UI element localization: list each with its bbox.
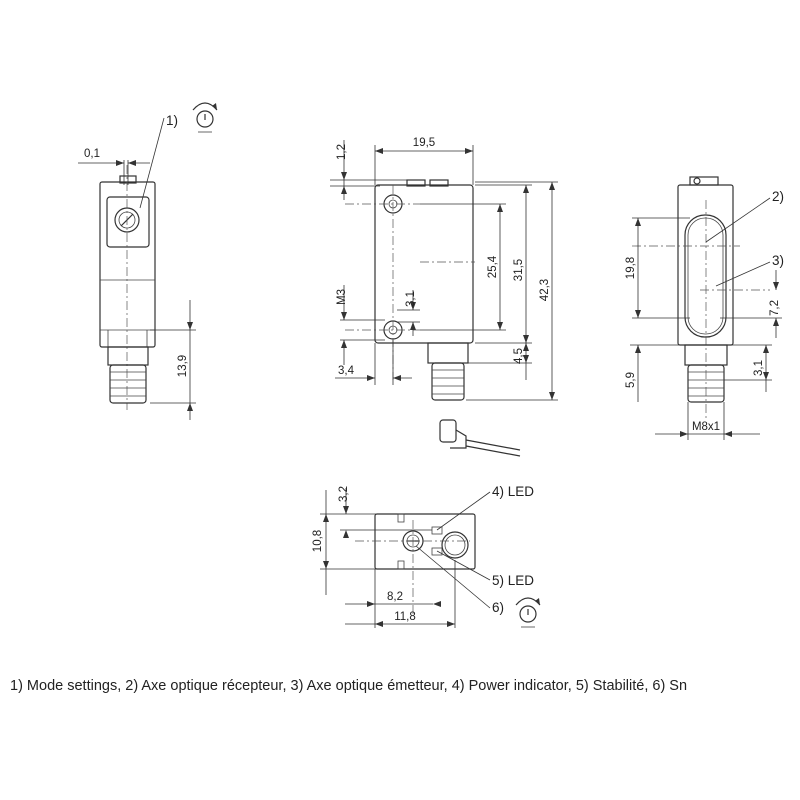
dimension-label: 4,5 [513, 348, 525, 364]
dimension-19-5: 19,5 [374, 137, 474, 185]
optical-face-view [632, 176, 770, 420]
dimension-label: 42,3 [539, 279, 551, 301]
dimension-label: 19,8 [625, 257, 637, 279]
callout-6: 6) [415, 545, 541, 628]
dimension-10-8: 10,8 [312, 490, 378, 595]
rotary-adjust-icon [515, 597, 541, 628]
dimension-7-2: 7,2 [720, 270, 782, 338]
dimension-3-1-right: 3,1 [724, 344, 772, 392]
dimension-42-3: 42,3 [466, 181, 558, 401]
dimension-label: 1,2 [336, 144, 348, 160]
callout-1: 1) [139, 102, 218, 209]
dimension-31-5: 31,5 [475, 184, 532, 344]
dimension-label: M8x1 [692, 421, 720, 433]
dimension-3-4: 3,4 [335, 340, 412, 385]
dimension-1-2: 1,2 [330, 140, 410, 200]
top-face-view [355, 513, 476, 615]
dimension-5-9: 5,9 [625, 344, 685, 402]
dimension-label: 13,9 [177, 355, 189, 377]
dimension-label: 10,8 [312, 530, 324, 552]
callout-emitter-axis: 3) [772, 253, 784, 268]
dimension-label: 5,9 [625, 372, 637, 388]
dimension-label: 25,4 [487, 255, 499, 278]
callout-power-led: 4) LED [492, 484, 534, 499]
callout-receiver-axis: 2) [772, 189, 784, 204]
dimension-label: 3,1 [753, 360, 765, 376]
dimension-label: 7,2 [769, 300, 781, 316]
dimension-label: M3 [336, 289, 348, 305]
dimension-M8x1: M8x1 [655, 402, 760, 440]
dimension-8-2: 8,2 [345, 560, 456, 628]
callout-3: 3) [715, 253, 784, 287]
dimension-3-1-top: 3,1 [397, 290, 420, 336]
callout-5: 5) LED [436, 550, 534, 588]
dimension-label: 0,1 [84, 148, 100, 160]
callout-4: 4) LED [436, 484, 534, 531]
callout-sn-adjust: 6) [492, 600, 504, 615]
dimension-25-4: 25,4 [420, 203, 506, 331]
callout-2: 2) [705, 189, 784, 243]
side-view-left [99, 165, 156, 410]
callout-stability-led: 5) LED [492, 573, 534, 588]
dimension-M3: M3 [336, 285, 385, 365]
dimension-label: 3,1 [405, 291, 417, 307]
dimension-label: 19,5 [413, 137, 435, 149]
dimension-19-8: 19,8 [625, 217, 690, 319]
dimension-label: 3,4 [338, 365, 355, 377]
legend-caption: 1) Mode settings, 2) Axe optique récepte… [10, 678, 688, 694]
dimension-4-5: 4,5 [466, 343, 532, 380]
dimension-11-8: 11,8 [345, 611, 455, 627]
dimension-3-2: 3,2 [320, 486, 432, 538]
dimension-label: 11,8 [394, 611, 416, 623]
callout-mode-settings: 1) [166, 113, 178, 128]
rotary-adjust-icon [192, 102, 218, 133]
front-view [345, 179, 521, 457]
dimension-0-1: 0,1 [78, 148, 150, 185]
dimension-label: 3,2 [338, 486, 350, 502]
dimension-label: 8,2 [387, 591, 403, 603]
dimension-13-9: 13,9 [150, 300, 196, 420]
dimension-label: 31,5 [513, 259, 525, 281]
